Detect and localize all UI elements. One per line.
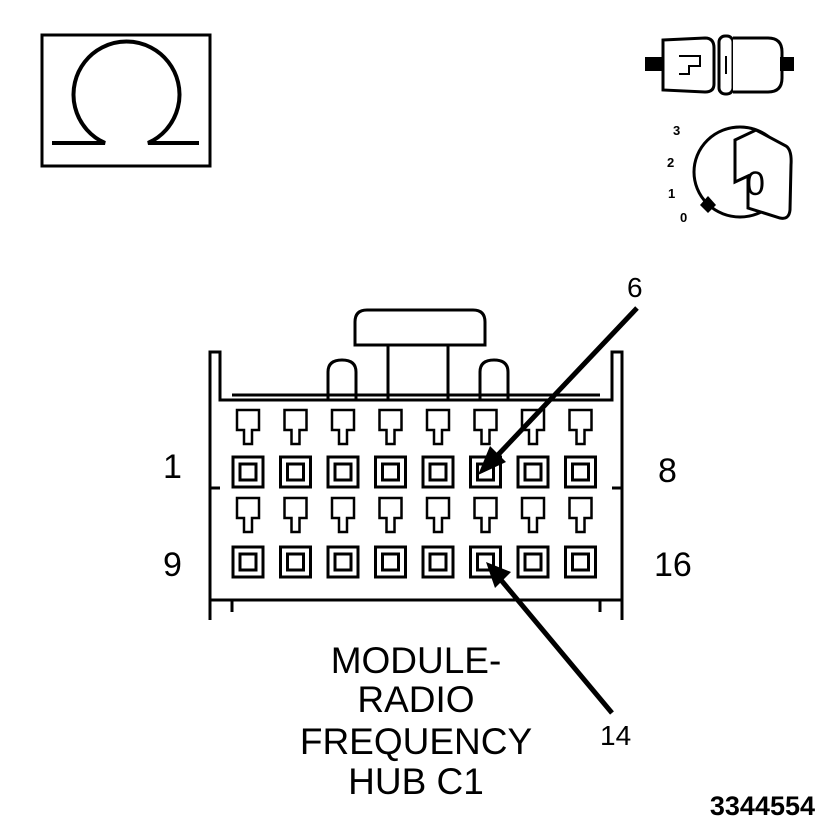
pin-label-16: 16 (654, 546, 692, 584)
pin-cavity-7 (516, 455, 550, 489)
connector-title: MODULE- RADIO FREQUENCY HUB C1 (300, 640, 532, 802)
pin-latch-2 (283, 408, 308, 446)
pin-terminal-8 (571, 462, 590, 482)
title-line-3: FREQUENCY (300, 721, 532, 762)
pin-latch-11 (330, 496, 356, 534)
pin-latch-10 (283, 496, 308, 534)
ignition-key-icon: 3 2 1 0 0 (667, 123, 793, 225)
callout-label-6: 6 (627, 272, 643, 303)
pin-cavity-4 (374, 455, 407, 489)
title-line-1: MODULE- (331, 640, 502, 681)
ignition-position-0: 0 (680, 210, 687, 225)
pin-terminal-4 (381, 462, 400, 482)
callout-label-14: 14 (600, 720, 631, 751)
pin-latch-5 (425, 408, 451, 446)
pin-terminal-7 (523, 462, 543, 482)
pin-terminal-9 (238, 552, 258, 572)
pin-latch-1 (235, 408, 261, 446)
title-line-2: RADIO (357, 679, 474, 720)
callout-arrow-14 (486, 562, 614, 715)
pin-terminal-15 (523, 552, 543, 572)
connector-disconnect-icon (645, 34, 794, 96)
pin-latch-9 (235, 496, 261, 534)
connector-housing (208, 308, 624, 620)
pin-latch-16 (568, 496, 593, 534)
pin-cavity-12 (374, 545, 407, 579)
pin-terminal-12 (381, 552, 400, 572)
figure-id: 3344554 (710, 791, 815, 821)
pin-terminal-13 (428, 552, 448, 572)
pin-latch-15 (520, 496, 546, 534)
pin-terminal-10 (286, 552, 305, 572)
pin-label-8: 8 (658, 452, 677, 490)
pin-terminal-3 (333, 462, 353, 482)
pin-latch-3 (330, 408, 356, 446)
pin-latch-14 (473, 496, 498, 534)
pin-terminal-11 (333, 552, 353, 572)
pin-terminal-16 (571, 552, 590, 572)
pin-latch-8 (568, 408, 593, 446)
pin-latch-4 (378, 408, 403, 446)
pin-label-1: 1 (163, 448, 182, 486)
pin-latch-13 (425, 496, 451, 534)
ohm-icon (40, 33, 212, 168)
title-line-4: HUB C1 (348, 761, 484, 802)
ignition-position-2: 2 (667, 155, 674, 170)
pin-terminal-2 (286, 462, 305, 482)
pin-latch-6 (473, 408, 498, 446)
pin-cavity-11 (326, 545, 360, 579)
pin-terminal-1 (238, 462, 258, 482)
callout-arrow-6 (478, 306, 639, 475)
pin-label-9: 9 (163, 546, 182, 584)
pin-terminal-5 (428, 462, 448, 482)
pin-latch-12 (378, 496, 403, 534)
ignition-position-3: 3 (673, 123, 680, 138)
connector-pins (231, 408, 597, 579)
ignition-position-1: 1 (668, 186, 675, 201)
key-label: 0 (746, 165, 765, 203)
